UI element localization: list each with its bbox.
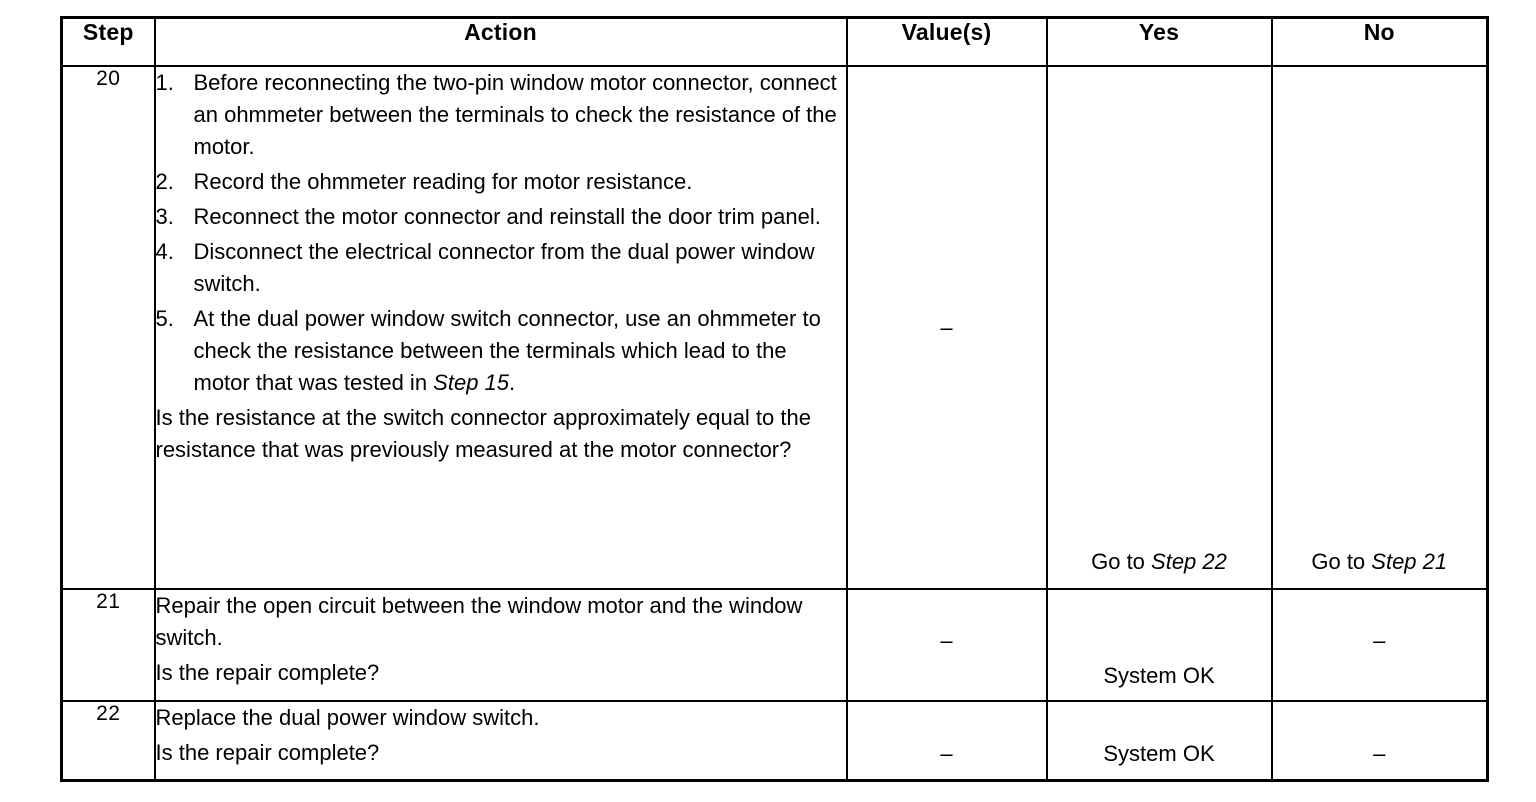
value-cell: – [845,588,1048,702]
table-body: 20 1. Before reconnecting the two-pin wi… [60,65,1489,782]
step-number-cell: 21 [60,588,156,702]
action-list-item: 2. Record the ohmmeter reading for motor… [156,166,846,198]
step-number-cell: 20 [60,65,156,590]
action-list-item: 3. Reconnect the motor connector and rei… [156,201,846,233]
step-number-cell: 22 [60,700,156,782]
action-item-number: 4. [155,239,174,264]
table-row: 21 Repair the open circuit between the w… [60,588,1489,702]
action-item-text-after: . [509,370,516,395]
column-header-values: Value(s) [845,16,1048,67]
action-text: Replace the dual power window switch. [155,705,540,730]
column-header-step: Step [60,16,156,67]
value-text: – [940,741,953,766]
action-list-item: 4. Disconnect the electrical connector f… [156,236,846,300]
value-text: – [940,314,953,340]
action-step-list: 1. Before reconnecting the two-pin windo… [156,67,846,399]
no-text: – [1373,627,1386,653]
action-item-number: 2. [155,169,174,194]
yes-text: System OK [1103,663,1215,688]
action-item-number: 3. [155,204,174,229]
yes-text: System OK [1103,741,1215,766]
action-question: Is the resistance at the switch connecto… [155,405,811,462]
no-text: – [1373,741,1386,766]
column-header-yes: Yes [1045,16,1273,67]
table-header: Step Action Value(s) Yes No [60,16,1489,67]
no-cell: Go to Step 21 [1270,65,1489,590]
yes-text: Go to Step 22 [1048,546,1271,578]
table-row: 20 1. Before reconnecting the two-pin wi… [60,65,1489,590]
column-header-action: Action [153,16,848,67]
yes-cell: System OK [1045,588,1273,702]
action-question: Is the repair complete? [155,660,380,685]
table-row: 22 Replace the dual power window switch.… [60,700,1489,782]
action-list-item: 5. At the dual power window switch conne… [156,303,846,399]
no-text: Go to Step 21 [1273,546,1487,578]
column-header-no: No [1270,16,1489,67]
no-step-reference: Step 21 [1371,549,1448,574]
action-item-number: 1. [155,70,174,95]
header-row: Step Action Value(s) Yes No [60,16,1489,67]
value-cell: – [845,65,1048,590]
no-cell: – [1270,700,1489,782]
action-cell: Repair the open circuit between the wind… [153,588,848,702]
no-prefix: Go to [1311,549,1372,574]
action-list-item: 1. Before reconnecting the two-pin windo… [156,67,846,163]
no-cell: – [1270,588,1489,702]
yes-prefix: Go to [1091,549,1152,574]
yes-cell: System OK [1045,700,1273,782]
action-text: Repair the open circuit between the wind… [155,593,803,650]
action-item-number: 5. [155,306,174,331]
action-item-text: Record the ohmmeter reading for motor re… [193,169,693,194]
diagnostic-table: Step Action Value(s) Yes No 20 1. Before… [60,16,1489,782]
action-cell: Replace the dual power window switch. Is… [153,700,848,782]
action-item-text-before: At the dual power window switch connecto… [193,306,821,395]
action-cell: 1. Before reconnecting the two-pin windo… [153,65,848,590]
action-item-text: Before reconnecting the two-pin window m… [193,70,837,159]
value-cell: – [845,700,1048,782]
action-question: Is the repair complete? [155,740,380,765]
step-reference: Step 15 [433,370,510,395]
yes-step-reference: Step 22 [1151,549,1227,574]
action-item-text: At the dual power window switch connecto… [194,303,846,399]
yes-cell: Go to Step 22 [1045,65,1273,590]
action-item-text: Disconnect the electrical connector from… [193,239,815,296]
action-item-text: Reconnect the motor connector and reinst… [193,204,821,229]
value-text: – [940,627,953,653]
